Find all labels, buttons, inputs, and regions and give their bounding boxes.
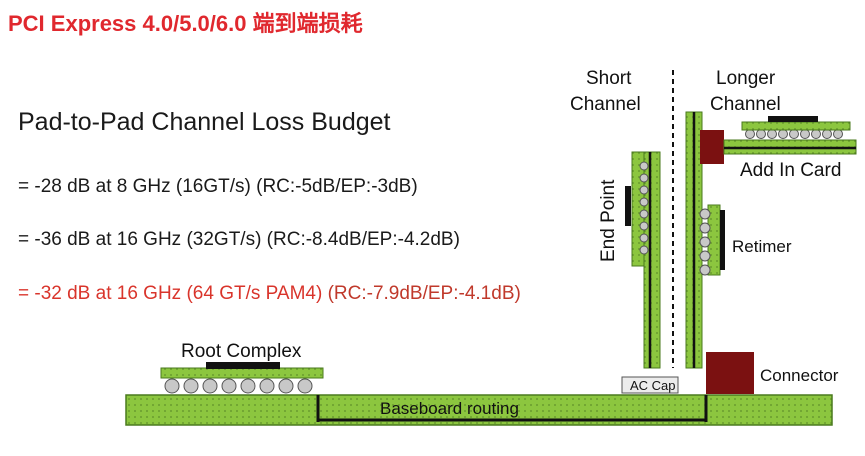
baseboard-connector [706, 352, 754, 394]
budget-line-64gt-split: (RC:-7.9dB/EP:-4.1dB) [327, 283, 521, 304]
add-in-card-label: Add In Card [740, 160, 841, 181]
longer-channel-label-line1: Longer [716, 68, 776, 89]
short-channel-label-line1: Short [586, 68, 632, 89]
ac-cap-label: AC Cap [630, 378, 676, 393]
end-point-die [625, 186, 631, 226]
add-in-card-package [741, 121, 851, 131]
root-complex-package [160, 367, 324, 379]
root-complex-label: Root Complex [181, 341, 302, 362]
end-point-label: End Point [598, 179, 619, 262]
end-point-solder-balls [639, 161, 649, 255]
retimer-solder-balls [699, 208, 711, 276]
short-channel-label-line2: Channel [570, 94, 641, 115]
retimer-label: Retimer [732, 237, 792, 256]
budget-line-64gt: = -32 dB at 16 GHz (64 GT/s PAM4) (RC:-7… [18, 283, 521, 305]
ac-cap [621, 376, 679, 394]
root-complex-die [206, 362, 280, 369]
add-in-card-solder-balls [745, 129, 843, 139]
add-in-card-connector [700, 130, 724, 164]
budget-line-64gt-main: = -32 dB at 16 GHz (64 GT/s PAM4) [18, 283, 328, 304]
longer-channel-label-line2: Channel [710, 94, 781, 115]
budget-line-16gt: = -28 dB at 8 GHz (16GT/s) (RC:-5dB/EP:-… [18, 176, 418, 197]
page-title: PCI Express 4.0/5.0/6.0 端到端损耗 [8, 11, 363, 36]
budget-line-32gt: = -36 dB at 16 GHz (32GT/s) (RC:-8.4dB/E… [18, 229, 460, 250]
retimer-die [720, 210, 725, 270]
baseboard-label: Baseboard routing [380, 399, 519, 418]
add-in-card-die [768, 116, 818, 122]
connector-label: Connector [760, 366, 839, 385]
end-point-substrate [643, 151, 661, 369]
budget-heading: Pad-to-Pad Channel Loss Budget [18, 108, 391, 136]
root-complex-solder-balls [164, 378, 313, 394]
